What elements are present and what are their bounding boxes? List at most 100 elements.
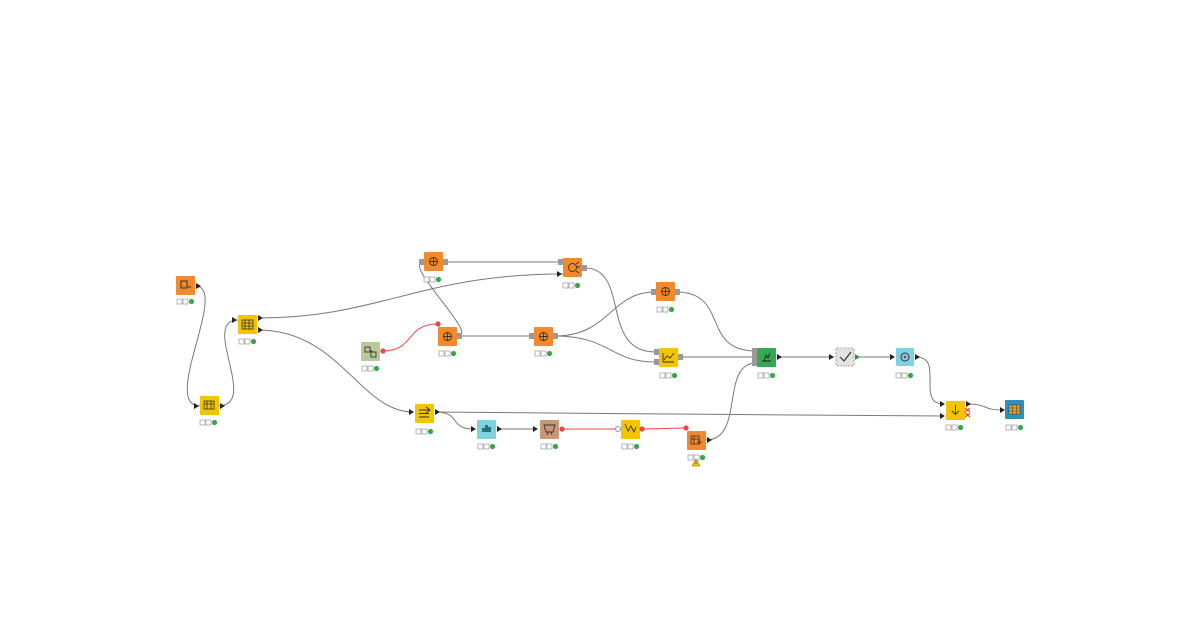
connection-3-8[interactable] [257, 273, 564, 319]
in-port-3[interactable] [752, 360, 757, 366]
table-icon [203, 400, 215, 410]
in-port[interactable] [829, 354, 834, 360]
status-traffic-light [621, 443, 640, 450]
flow-out-port[interactable] [559, 426, 565, 432]
flow-connection-4-6[interactable] [382, 323, 439, 352]
inactive-out-ports-icon [964, 407, 971, 418]
node-python-script[interactable] [557, 258, 587, 289]
in-port[interactable] [1000, 407, 1005, 413]
status-traffic-light [534, 350, 553, 357]
node-file-reader[interactable] [176, 276, 201, 305]
status-traffic-light [562, 282, 581, 289]
in-port[interactable] [533, 426, 538, 432]
out-port[interactable] [777, 354, 782, 360]
flow-connection-17-18[interactable] [641, 427, 687, 430]
node-table-creator[interactable] [683, 425, 712, 467]
connection-14-19[interactable] [434, 411, 945, 417]
connection-19-20[interactable] [965, 403, 1005, 411]
in-port-2[interactable] [654, 359, 659, 365]
flow-in-port[interactable] [435, 321, 441, 327]
flow-in-port[interactable] [615, 425, 622, 432]
out-port-1[interactable] [966, 401, 971, 407]
flow-variable-connections-layer [382, 323, 687, 430]
out-port[interactable] [457, 333, 462, 339]
status-traffic-light [659, 372, 678, 379]
node-flow-variable[interactable] [361, 342, 386, 372]
in-port[interactable] [232, 317, 237, 323]
node-python-3[interactable] [529, 327, 558, 357]
in-port-2[interactable] [557, 271, 562, 277]
in-port-2[interactable] [752, 354, 757, 360]
connection-13-19[interactable] [915, 356, 945, 405]
status-traffic-light [438, 350, 457, 357]
in-port[interactable] [529, 333, 534, 339]
out-port-1[interactable] [258, 315, 263, 321]
connection-14-15[interactable] [434, 411, 475, 430]
status-traffic-light [423, 276, 442, 283]
connection-7-9[interactable] [554, 291, 656, 337]
flow-out-port[interactable] [380, 348, 386, 354]
line-plot-icon [662, 352, 675, 363]
node-joiner[interactable] [940, 401, 971, 431]
out-port[interactable] [443, 259, 448, 265]
out-port[interactable] [220, 403, 225, 409]
node-line-plot[interactable] [654, 348, 683, 379]
node-learner[interactable] [752, 348, 782, 379]
node-partitioning[interactable] [409, 404, 440, 435]
in-port[interactable] [409, 409, 414, 415]
connection-2-3[interactable] [217, 319, 239, 407]
out-port[interactable] [675, 289, 680, 295]
node-python-2[interactable] [435, 321, 462, 357]
node-visualizer[interactable] [890, 348, 920, 379]
connection-5-6[interactable] [419, 261, 463, 337]
out-port[interactable] [582, 265, 587, 271]
in-port[interactable] [194, 403, 199, 409]
out-port[interactable] [497, 426, 502, 432]
flow-in-port[interactable] [683, 425, 689, 431]
out-port[interactable] [678, 354, 683, 360]
out-port[interactable] [707, 437, 712, 443]
connection-3-14[interactable] [257, 329, 414, 413]
node-table-manipulator[interactable] [194, 396, 225, 426]
in-port[interactable] [651, 289, 656, 295]
node-table-view[interactable] [1000, 400, 1024, 431]
status-traffic-light [238, 338, 257, 345]
connection-9-11[interactable] [675, 291, 757, 352]
connection-18-11[interactable] [705, 362, 757, 441]
connection-7-10[interactable] [554, 335, 656, 363]
node-column-filter[interactable] [232, 315, 263, 345]
joiner-icon [951, 405, 960, 416]
node-python-1[interactable] [419, 252, 448, 283]
status-traffic-light [757, 372, 776, 379]
python-icon [429, 257, 438, 266]
out-port-2[interactable] [258, 327, 263, 333]
out-port[interactable] [196, 283, 201, 289]
out-port[interactable] [915, 354, 920, 360]
out-port[interactable] [435, 409, 440, 415]
node-metanode[interactable] [829, 347, 860, 367]
in-port-1[interactable] [752, 348, 757, 354]
connection-1-2[interactable] [186, 285, 206, 407]
in-port[interactable] [471, 426, 476, 432]
warning-icon[interactable] [691, 458, 701, 467]
connection-8-10[interactable] [584, 267, 656, 353]
math-formula-icon [624, 423, 637, 434]
in-port-1[interactable] [940, 401, 945, 407]
in-port-2[interactable] [940, 413, 945, 419]
status-traffic-light [656, 306, 675, 313]
out-port[interactable] [855, 354, 860, 360]
flow-variable-icon [364, 346, 377, 358]
flow-out-port[interactable] [639, 426, 645, 432]
node-python-4[interactable] [651, 282, 680, 313]
out-port[interactable] [553, 333, 558, 339]
node-scatter-visualizer[interactable] [471, 420, 502, 450]
node-math-formula[interactable] [615, 420, 645, 450]
node-predictor[interactable] [533, 420, 565, 450]
column-filter-icon [241, 319, 254, 330]
file-reader-icon [180, 280, 191, 289]
table-creator-icon [690, 435, 702, 445]
in-port[interactable] [890, 354, 895, 360]
in-port-1[interactable] [654, 349, 659, 355]
in-port-1[interactable] [558, 259, 563, 265]
